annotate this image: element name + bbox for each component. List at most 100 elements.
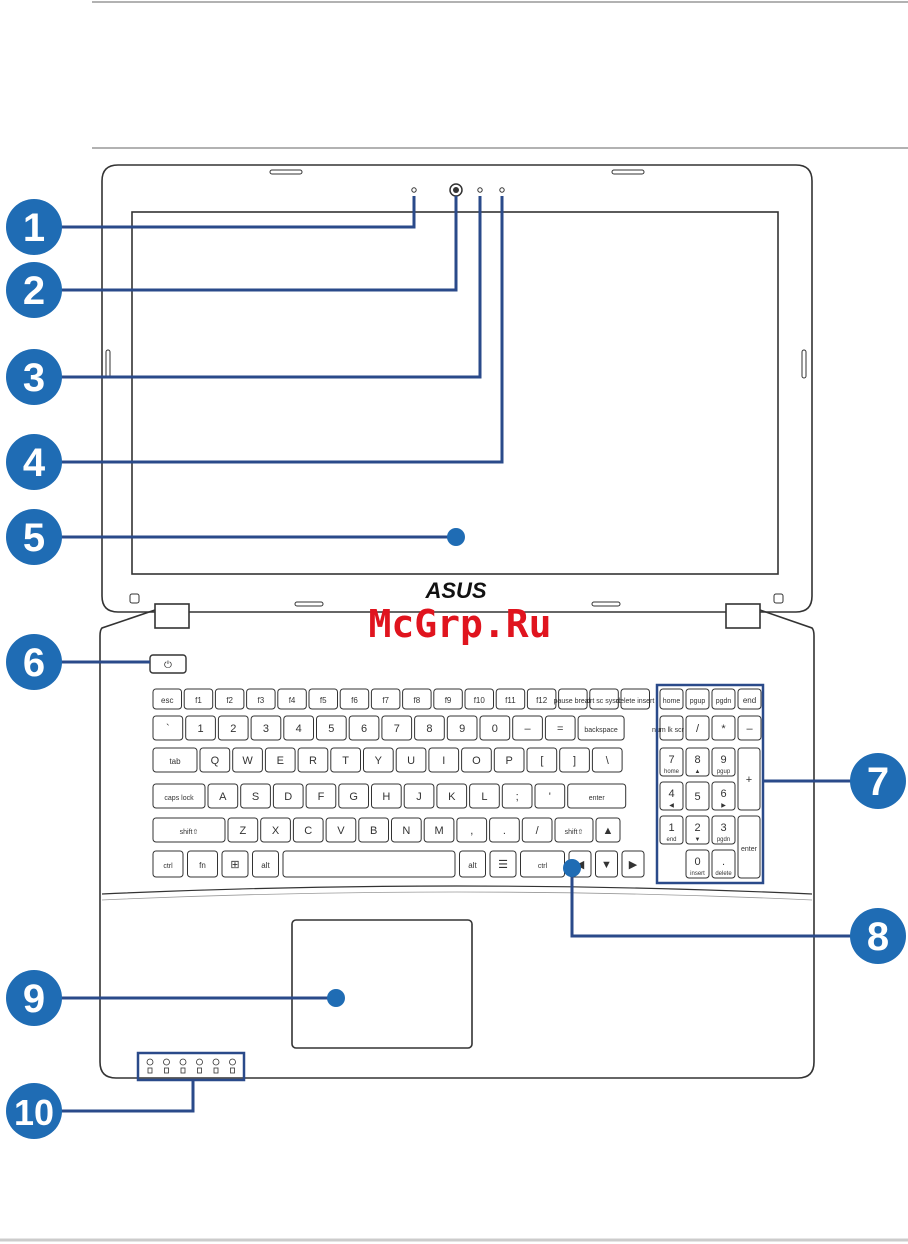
key-np-r6-1: .delete	[711, 849, 736, 879]
svg-text:f12: f12	[536, 696, 548, 705]
svg-text:5: 5	[328, 723, 334, 735]
svg-text:M: M	[434, 825, 443, 837]
key-bottom-1: Z	[227, 817, 259, 843]
svg-text:U: U	[407, 755, 415, 767]
svg-text:3: 3	[263, 723, 269, 735]
svg-text:9: 9	[23, 977, 45, 1021]
asus-logo: ASUS	[424, 578, 486, 603]
svg-text:caps lock: caps lock	[164, 795, 194, 802]
svg-text:▶: ▶	[629, 859, 638, 871]
key-num-7: 7	[381, 715, 413, 741]
svg-text:C: C	[304, 825, 312, 837]
key-bottom-7: M	[423, 817, 455, 843]
svg-text:I: I	[442, 755, 445, 767]
svg-text:4: 4	[296, 723, 302, 735]
svg-text:end: end	[743, 696, 756, 705]
key-num-6: 6	[348, 715, 380, 741]
svg-text:;: ;	[516, 791, 519, 803]
key-num-3: 3	[250, 715, 282, 741]
status-led-icon	[163, 1058, 170, 1074]
key-top-2: W	[232, 747, 263, 773]
svg-text:pgdn: pgdn	[717, 837, 730, 843]
callout-3: 3	[6, 349, 62, 405]
key-top-4: R	[297, 747, 329, 773]
svg-text:▲: ▲	[603, 825, 614, 837]
key-bottom-11: shift⇧	[554, 817, 594, 843]
key-np-top-0: home	[659, 688, 684, 710]
key-home-4: F	[305, 783, 337, 809]
status-led-icon	[146, 1058, 154, 1074]
svg-text:W: W	[242, 755, 253, 767]
key-fn-11: f11	[495, 688, 526, 710]
key-np-plus: +	[737, 747, 761, 811]
svg-text:8: 8	[867, 915, 889, 959]
camera-indicator-icon	[477, 187, 483, 193]
key-np-r5-1: 2▼	[685, 815, 710, 845]
svg-text:⊞: ⊞	[230, 859, 239, 871]
key-np-top-1: pgup	[685, 688, 710, 710]
key-top-11: [	[526, 747, 558, 773]
microphone-icon	[411, 187, 417, 193]
svg-text:f8: f8	[414, 696, 421, 705]
svg-text:▼: ▼	[695, 837, 701, 843]
key-num-1: 1	[185, 715, 216, 741]
key-home-5: G	[338, 783, 369, 809]
key-top-10: P	[493, 747, 525, 773]
right-hinge	[725, 603, 761, 629]
key-fn-2: f2	[214, 688, 245, 710]
svg-text:.: .	[722, 856, 725, 868]
key-top-0: tab	[152, 747, 198, 773]
svg-text:1: 1	[23, 206, 45, 250]
key-num-9: 9	[446, 715, 478, 741]
key-np-r4-1: 5	[685, 781, 710, 811]
callout-8: 8	[850, 908, 906, 964]
key-bottom-12: ▲	[595, 817, 621, 843]
key-fn-13: pause break	[554, 688, 593, 710]
key-home-11: '	[534, 783, 566, 809]
svg-text:2: 2	[694, 822, 700, 834]
svg-text:8: 8	[694, 754, 700, 766]
svg-text:insert: insert	[690, 871, 705, 877]
key-space-4	[282, 850, 456, 878]
svg-text:shift⇧: shift⇧	[565, 828, 584, 836]
key-home-7: J	[403, 783, 435, 809]
svg-text:–: –	[524, 723, 531, 735]
status-led-icon	[229, 1058, 236, 1074]
svg-text:4: 4	[23, 441, 46, 485]
svg-text:▲: ▲	[695, 769, 701, 775]
svg-text:K: K	[448, 791, 456, 803]
svg-text:2: 2	[23, 269, 45, 313]
key-fn-3: f3	[246, 688, 276, 710]
key-space-0: ctrl	[152, 850, 184, 878]
svg-text:7: 7	[668, 754, 674, 766]
svg-text:D: D	[284, 791, 292, 803]
svg-text:]: ]	[573, 755, 576, 767]
key-bottom-3: C	[292, 817, 324, 843]
key-home-9: L	[469, 783, 500, 809]
key-num-11: –	[512, 715, 543, 741]
key-top-6: Y	[363, 747, 394, 773]
key-fn-4: f4	[277, 688, 307, 710]
svg-text:': '	[549, 791, 551, 803]
svg-text:/: /	[536, 825, 540, 837]
touchpad	[291, 919, 473, 1049]
key-fn-1: f1	[183, 688, 214, 710]
svg-text:pgup: pgup	[717, 769, 731, 775]
svg-text:–: –	[746, 723, 753, 735]
callout-10: 10	[6, 1083, 62, 1139]
key-fn-8: f8	[402, 688, 432, 710]
key-np-top-2: pgdn	[711, 688, 736, 710]
status-led-icon	[179, 1058, 187, 1074]
key-top-5: T	[330, 747, 361, 773]
svg-text:◀: ◀	[669, 803, 674, 809]
key-fn-5: f5	[308, 688, 338, 710]
key-home-0: caps lock	[152, 783, 206, 809]
svg-text:S: S	[252, 791, 259, 803]
key-np-r4-0: 4◀	[659, 781, 684, 811]
key-np-r3-1: 8▲	[685, 747, 710, 777]
key-bottom-0: shift⇧	[152, 817, 226, 843]
svg-text:f10: f10	[474, 696, 486, 705]
key-top-3: E	[264, 747, 296, 773]
